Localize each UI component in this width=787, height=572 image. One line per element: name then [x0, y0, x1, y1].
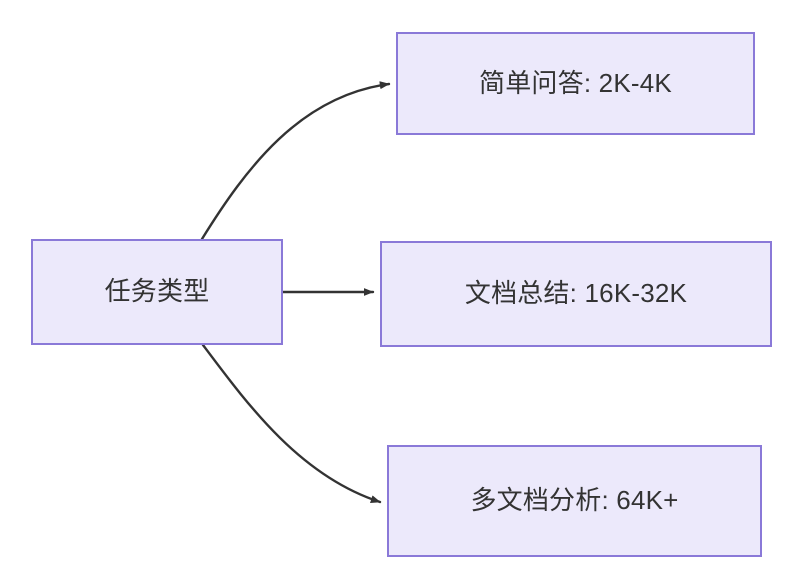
node-multi-document-analysis[interactable]: 多文档分析: 64K+ — [387, 445, 762, 557]
node-document-summary-label: 文档总结: 16K-32K — [464, 278, 688, 309]
edge-root-to-multi-doc — [201, 343, 382, 504]
node-task-type[interactable]: 任务类型 — [31, 239, 283, 345]
node-simple-qa[interactable]: 简单问答: 2K-4K — [396, 32, 755, 135]
node-simple-qa-label: 简单问答: 2K-4K — [479, 67, 672, 98]
edge-root-to-simple-qa — [200, 81, 391, 241]
node-document-summary[interactable]: 文档总结: 16K-32K — [380, 241, 772, 347]
node-task-type-label: 任务类型 — [104, 276, 210, 307]
node-multi-document-analysis-label: 多文档分析: 64K+ — [470, 485, 679, 516]
